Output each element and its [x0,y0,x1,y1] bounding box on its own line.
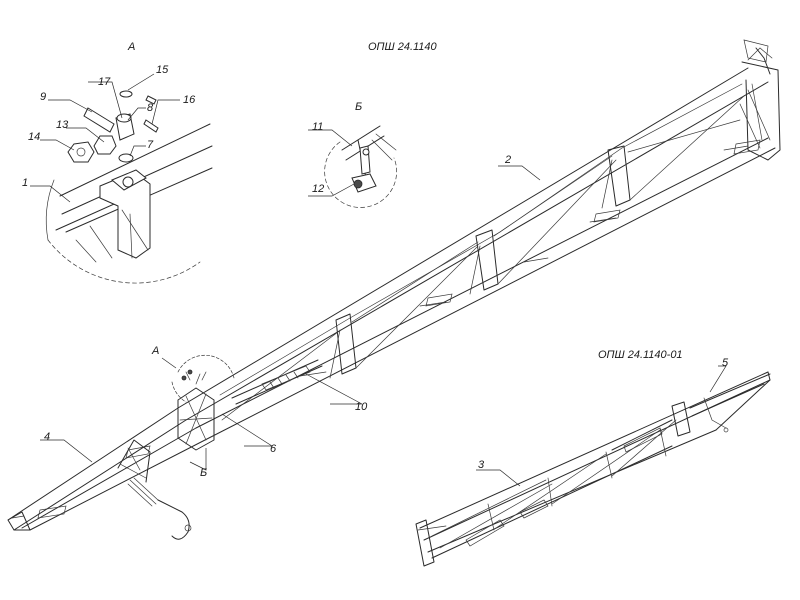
main-boom-truss [177,39,781,441]
main-model-title: ОПШ 24.1140 [368,41,438,53]
washer-15 [119,90,133,98]
callout-4: 4 [44,431,50,443]
callout-17: 17 [98,76,111,88]
callout-12: 12 [312,183,324,195]
callout-1: 1 [22,177,28,189]
callout-2: 2 [504,154,511,166]
callout-9: 9 [40,91,46,103]
nut-14 [67,141,95,163]
view-b-label: Б [355,101,362,113]
callout-7: 7 [147,139,154,151]
marker-a-label: А [151,345,159,357]
callout-15: 15 [156,64,169,76]
callout-13: 13 [56,119,69,131]
callout-14: 14 [28,131,40,143]
marker-b-label: Б [200,467,207,479]
callout-5: 5 [722,357,729,369]
bolt-marker-a2 [187,369,193,375]
alt-model-title: ОПШ 24.1140-01 [598,349,683,361]
alt-boom-truss [415,371,771,567]
washer-13 [93,135,117,155]
callout-11: 11 [312,121,323,133]
callout-8: 8 [147,102,154,114]
pin-9 [83,107,115,133]
callout-3: 3 [478,459,485,471]
callout-16: 16 [183,94,196,106]
detail-view-b [324,125,397,208]
cotter-pin [145,95,157,105]
detail-view-a [45,90,213,284]
bolt-marker-a [181,375,187,381]
boom-end-section [7,371,215,540]
view-a-label: А [127,41,135,53]
pin-16 [143,119,159,133]
callout-6: 6 [270,443,277,455]
callout-10: 10 [355,401,368,413]
washer-7 [118,153,134,163]
